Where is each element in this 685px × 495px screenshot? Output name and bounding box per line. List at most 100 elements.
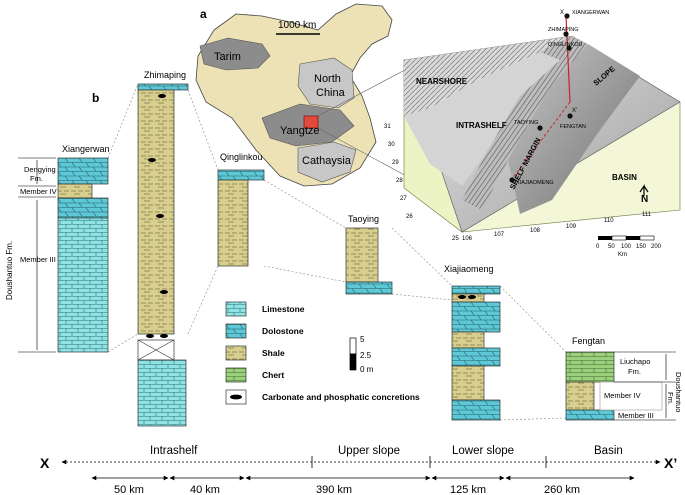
unit-shale	[217, 179, 249, 267]
zone-label-basin: BASIN	[612, 173, 637, 182]
north-arrow-icon	[639, 184, 649, 196]
env-label-basin: Basin	[594, 445, 623, 457]
correlation-line	[391, 227, 453, 287]
slope-zone	[508, 44, 640, 214]
env-label-lower-slope: Lower slope	[452, 445, 514, 457]
intrashelf-zone	[404, 52, 560, 186]
scale-bar-tick: 200	[651, 244, 662, 250]
section-line-south	[509, 101, 571, 183]
unit-limestone	[137, 359, 187, 427]
site-zhimaping-label: ZHIMAPING	[548, 27, 579, 33]
lithology-legend: Limestone Dolostone Shale Chert Carbonat…	[225, 301, 420, 405]
env-label-upper-slope: Upper slope	[338, 445, 400, 457]
unit-dolostone	[345, 281, 393, 295]
scale-bar-white	[349, 337, 357, 355]
lon-tick: 106	[462, 236, 473, 242]
lon-tick: 107	[494, 232, 505, 238]
scale-bar-tick: 50	[608, 244, 615, 250]
lat-tick: 30	[388, 142, 395, 148]
distance-label: 40 km	[190, 484, 220, 495]
lat-tick: 27	[400, 196, 407, 202]
lat-tick: 31	[384, 124, 391, 130]
legend-label-dolostone: Dolostone	[262, 326, 304, 336]
section-line	[565, 15, 571, 103]
zone-label-nearshore: NEARSHORE	[416, 77, 468, 86]
zone-label-intrashelf: INTRASHELF	[456, 121, 507, 130]
correlation-line	[107, 83, 139, 159]
legend-label-limestone: Limestone	[262, 304, 305, 314]
unit-shale	[57, 183, 93, 199]
correlation-line	[263, 265, 347, 283]
label-tarim: Tarim	[214, 51, 241, 63]
site-xiangerwan-dot	[564, 13, 570, 19]
correlation-line	[391, 293, 453, 301]
scale-top: 5	[360, 335, 365, 344]
column-title: Xiajiaomeng	[444, 264, 494, 274]
scale-bar-seg	[611, 235, 627, 241]
site-fengtan-dot	[567, 113, 573, 119]
study-area-box	[303, 115, 319, 129]
legend-swatch-chert	[225, 367, 247, 383]
north-arrow-label: N	[641, 194, 648, 205]
concretion-icon	[160, 290, 168, 294]
label-member-iii: Member III	[20, 255, 56, 264]
concretion-icon	[146, 334, 154, 338]
scale-bar-tick: 150	[636, 244, 647, 250]
label-doushantuo-1: Doushantuo	[674, 372, 683, 412]
lat-tick: 28	[396, 178, 403, 184]
legend-label-shale: Shale	[262, 348, 285, 358]
correlation-line	[499, 417, 567, 421]
column-title: Zhimaping	[144, 70, 186, 80]
unit-dolostone	[57, 157, 109, 185]
distance-label: 125 km	[450, 484, 486, 495]
scale-bar-tick: 0	[596, 244, 600, 250]
panel-label-b: b	[92, 91, 99, 105]
north-china-block	[297, 57, 355, 109]
unit-dolostone	[217, 169, 265, 181]
correlation-line	[187, 265, 219, 335]
lon-tick: 110	[604, 218, 614, 224]
scale-bar-seg	[598, 236, 612, 240]
unit-shale	[451, 331, 485, 349]
column-title: Qinglinkou	[220, 152, 263, 162]
site-taoying-dot	[537, 125, 543, 131]
unit-dolostone	[451, 301, 501, 333]
lon-tick: 108	[530, 228, 541, 234]
site-zhimaping-dot	[563, 31, 569, 37]
label-doushantuo-2: Fm.	[666, 392, 675, 405]
transect-end: X’	[664, 455, 677, 471]
label-dengying-1: Dengying	[24, 165, 56, 174]
column-title: Xiangerwan	[62, 144, 110, 154]
unit-dolostone	[137, 83, 189, 91]
column-zhimaping: Zhimaping	[137, 70, 189, 427]
label-member-iv: Member IV	[604, 391, 641, 400]
column-fengtan: Fengtan Liuchapo Fm. Member IV Member II…	[565, 336, 683, 421]
map-link-line-2	[317, 127, 411, 179]
shelf-margin-zone	[462, 36, 588, 210]
concretion-icon	[160, 334, 168, 338]
scale-bar-seg	[639, 235, 655, 241]
concretion-icon	[458, 295, 466, 299]
site-qinglinkou-dot	[566, 45, 572, 51]
concretion-icon	[156, 214, 164, 218]
concretion-icon	[468, 295, 476, 299]
scale-bar-unit: Km	[618, 252, 627, 258]
column-title: Taoying	[348, 214, 379, 224]
column-title: Fengtan	[572, 336, 605, 346]
nearshore-zone	[404, 36, 572, 116]
lon-ticks: 106 107 108 109 110 111	[462, 212, 652, 242]
legend-swatch-shale	[225, 345, 247, 361]
unit-dolostone	[451, 347, 501, 367]
scale-mid: 2.5	[360, 351, 372, 360]
member-iv-box	[599, 381, 663, 411]
cathaysia-block	[297, 141, 357, 183]
site-taoying-label: TAOYING	[514, 120, 538, 126]
unit-dolostone	[451, 399, 501, 421]
unit-shale	[137, 89, 175, 335]
lat-tick: 29	[392, 160, 399, 166]
label-north-china-1: North	[314, 73, 341, 85]
lon-tick: 111	[642, 212, 652, 218]
unit-shale	[451, 365, 485, 401]
correlation-line	[263, 179, 347, 229]
